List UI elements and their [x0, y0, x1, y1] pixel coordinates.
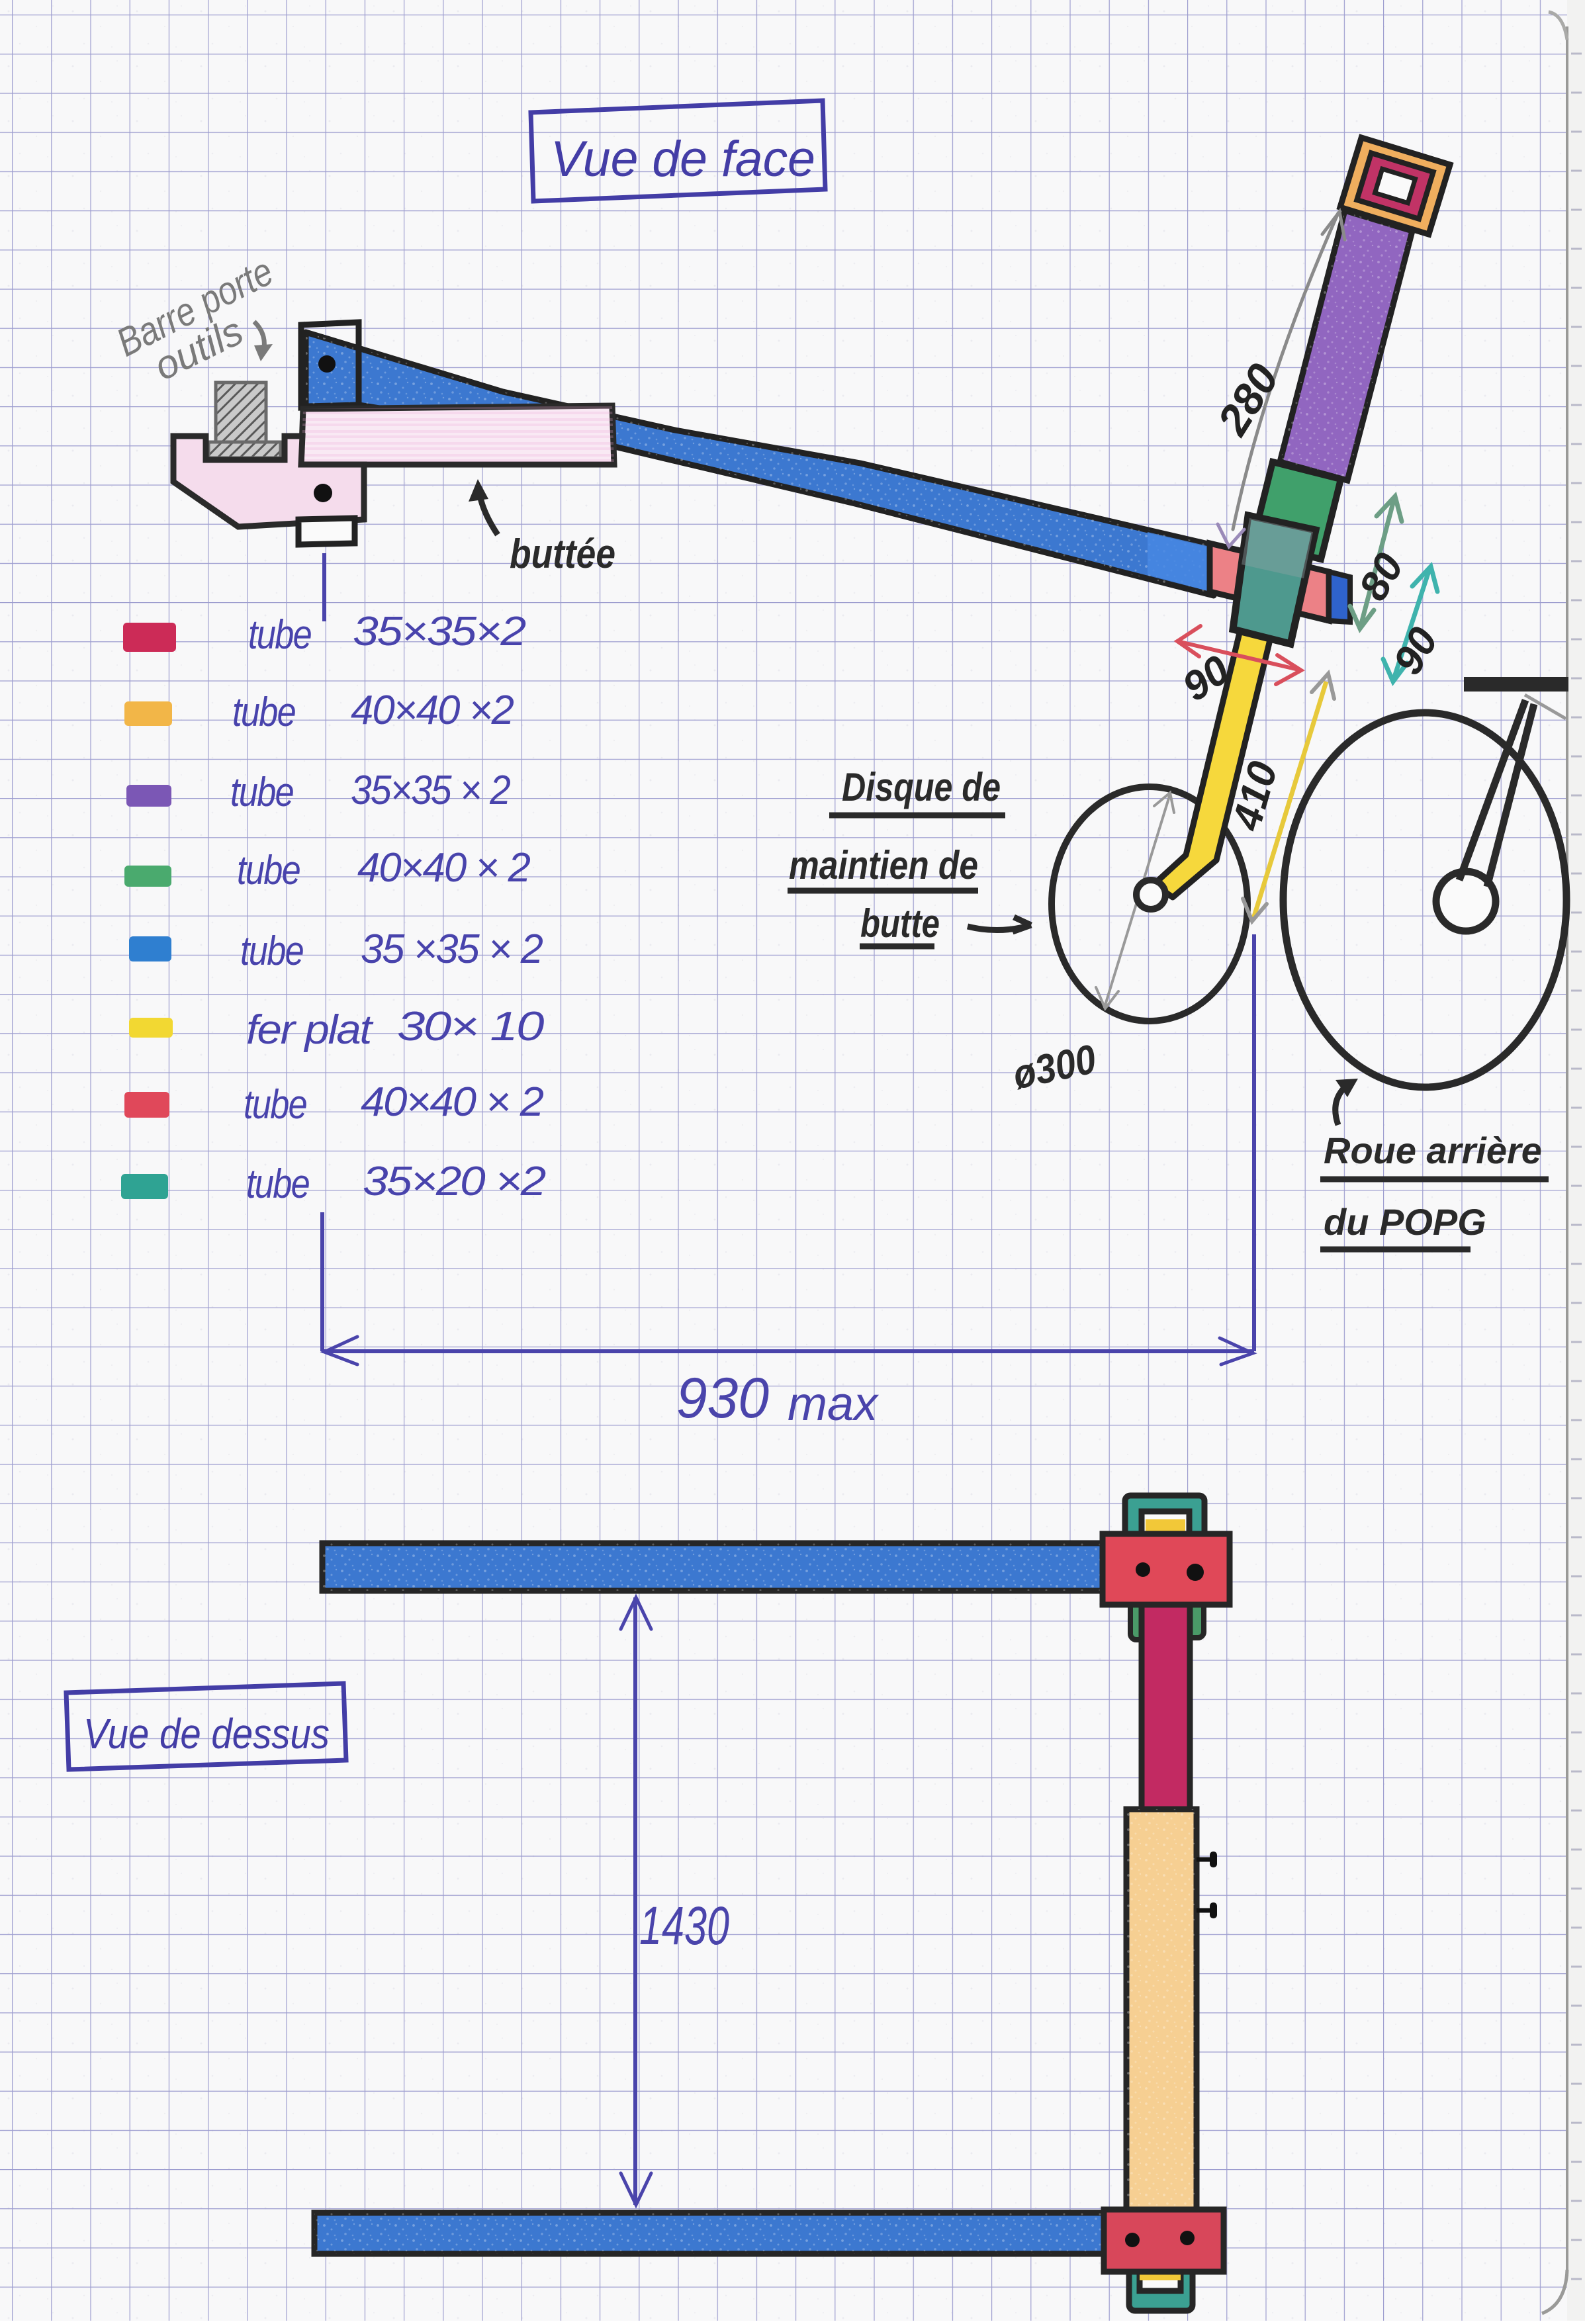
svg-text:maintien de: maintien de: [789, 843, 978, 887]
svg-text:40×40 ×2: 40×40 ×2: [351, 688, 514, 733]
svg-text:tube: tube: [244, 1082, 306, 1128]
svg-text:35 ×35 × 2: 35 ×35 × 2: [361, 926, 543, 972]
svg-text:Vue de dessus: Vue de dessus: [83, 1710, 330, 1758]
svg-text:tube: tube: [246, 1161, 309, 1207]
svg-text:Roue arrière: Roue arrière: [1324, 1130, 1542, 1171]
svg-text:fer plat: fer plat: [246, 1007, 374, 1053]
svg-text:1430: 1430: [639, 1896, 729, 1956]
svg-text:butte: butte: [860, 901, 940, 946]
svg-text:buttée: buttée: [510, 531, 615, 577]
svg-text:35×35×2: 35×35×2: [353, 609, 526, 654]
svg-text:30× 10: 30× 10: [397, 1004, 544, 1050]
svg-text:40×40 × 2: 40×40 × 2: [357, 845, 531, 891]
svg-text:tube: tube: [230, 770, 293, 815]
svg-text:Disque de: Disque de: [842, 765, 1001, 809]
svg-text:Vue de face: Vue de face: [551, 131, 815, 187]
svg-text:max: max: [788, 1378, 880, 1431]
svg-text:35×35 × 2: 35×35 × 2: [351, 768, 510, 813]
svg-text:du POPG: du POPG: [1324, 1201, 1486, 1243]
svg-text:tube: tube: [237, 848, 300, 893]
svg-text:tube: tube: [248, 612, 311, 658]
svg-text:930: 930: [676, 1366, 769, 1430]
svg-text:35×20 ×2: 35×20 ×2: [363, 1159, 546, 1204]
svg-text:40×40 × 2: 40×40 × 2: [361, 1079, 544, 1125]
svg-text:tube: tube: [232, 690, 295, 735]
svg-text:tube: tube: [240, 928, 303, 974]
